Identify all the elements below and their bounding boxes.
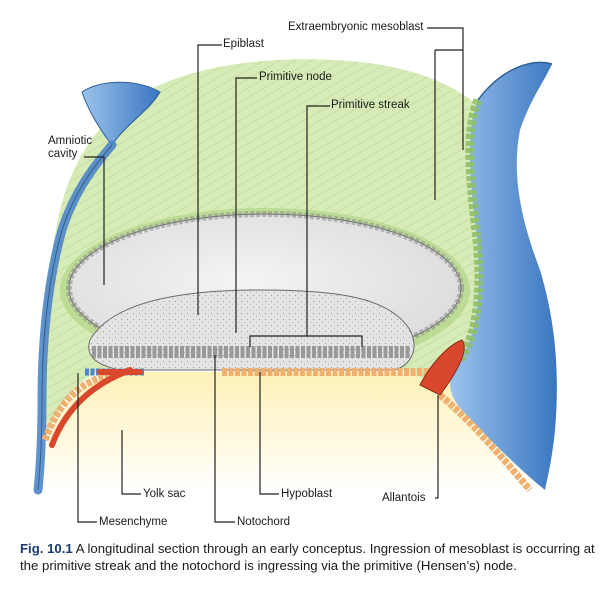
ectoderm-right-wall bbox=[450, 62, 557, 490]
mesenchyme-strip bbox=[49, 367, 133, 448]
ectoderm-left-cap bbox=[81, 81, 161, 146]
figure-number: Fig. 10.1 bbox=[20, 541, 73, 556]
label-amniotic-line1: Amniotic bbox=[48, 135, 93, 147]
primitive-streak-bracket bbox=[249, 335, 363, 347]
hypoblast-outer-right bbox=[437, 392, 533, 493]
label-extraembryonic-mesoblast: Extraembryonic mesoblast bbox=[288, 21, 424, 33]
label-amniotic-cavity: Amniotic cavity bbox=[48, 135, 92, 161]
ectoderm-right-border bbox=[477, 61, 553, 101]
outer-cell-layer-left-outline bbox=[37, 144, 113, 491]
caption-text: A longitudinal section through an early … bbox=[20, 541, 595, 573]
label-epiblast: Epiblast bbox=[223, 38, 264, 50]
label-primitive-node: Primitive node bbox=[259, 71, 332, 83]
label-primitive-streak: Primitive streak bbox=[331, 99, 410, 111]
label-mesenchyme: Mesenchyme bbox=[99, 516, 168, 528]
figure-caption: Fig. 10.1 A longitudinal section through… bbox=[20, 541, 595, 574]
label-amniotic-line2: cavity bbox=[48, 148, 78, 160]
label-notochord: Notochord bbox=[237, 516, 291, 528]
allantois bbox=[419, 339, 465, 396]
yolk-sac-region bbox=[38, 372, 545, 490]
hypoblast-outer-left bbox=[41, 368, 121, 442]
leader-lines bbox=[77, 27, 464, 523]
label-hypoblast: Hypoblast bbox=[281, 488, 333, 500]
conceptus-diagram bbox=[33, 27, 557, 523]
label-allantois: Allantois bbox=[382, 492, 426, 504]
label-yolk-sac: Yolk sac bbox=[143, 488, 186, 500]
